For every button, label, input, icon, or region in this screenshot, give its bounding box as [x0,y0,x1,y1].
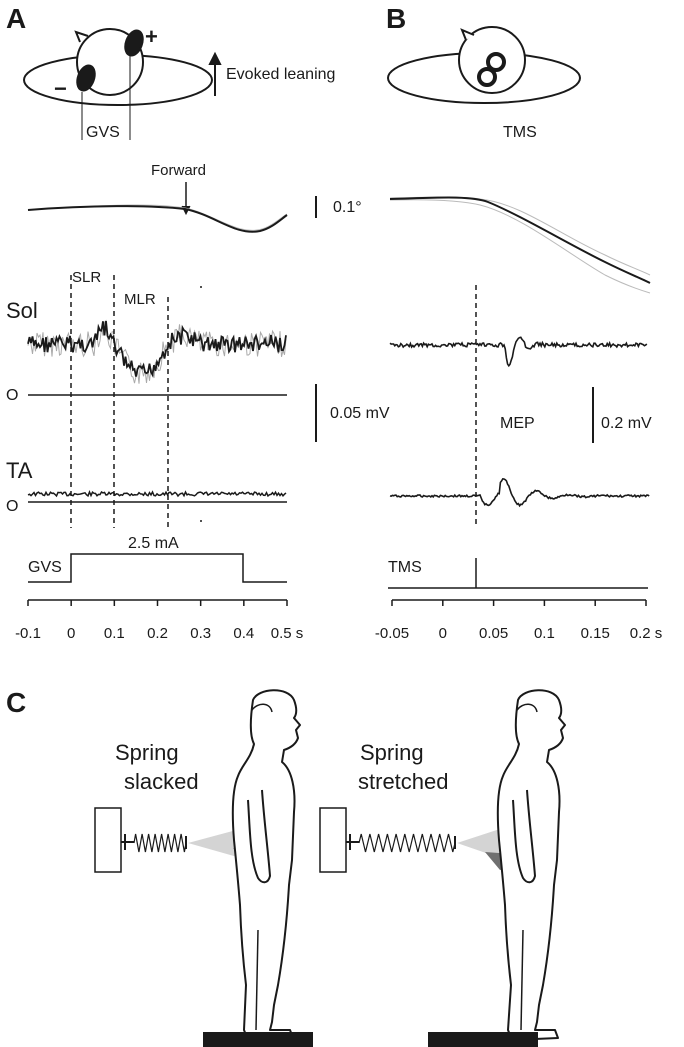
right-label-line2: stretched [358,769,449,794]
nose-a [74,30,89,43]
minus-sign: − [54,76,67,101]
ta-trace-b [389,478,650,508]
plus-sign: + [145,24,158,49]
angle-scale-label: 0.1° [333,199,362,216]
tms-label: TMS [503,124,537,141]
gvs-label: GVS [86,124,120,141]
angle-trace-b-sd-lower [389,199,651,294]
angle-trace-a-sd [27,204,288,231]
angle-trace-a [27,205,288,233]
left-label-line2: slacked [124,769,199,794]
left-leg-line [255,929,259,1031]
right-platform [428,1032,538,1047]
latency-lines-a [70,275,169,528]
sol-trace-b [389,336,648,368]
stim-amp-label: 2.5 mA [128,535,179,552]
emg-scale-b-label: 0.2 mV [601,415,652,432]
left-platform [203,1032,313,1047]
gvs-pulse [28,553,287,583]
right-wall-box [319,807,347,873]
x-axis-b: -0.05 0 0.05 0.1 0.15 0.2 s [375,599,663,642]
right-label-line1: Spring [360,740,424,765]
left-ear [251,703,273,713]
sol-zero-label: O [6,387,18,404]
axis-a-tick-label: -0.1 [15,625,41,642]
stim-name-b: TMS [388,559,422,576]
left-spring [133,833,187,853]
axis-a-tick-label: 0.3 [190,625,211,642]
panel-c-letter: C [6,687,26,718]
ta-label: TA [6,458,33,483]
evoked-arrow-head [208,51,222,65]
sol-trace-a [27,321,287,378]
marker-dot-bottom [200,520,202,522]
right-person [496,689,566,1041]
right-ear [516,703,538,713]
axis-a-tick-label: 0.5 s [271,625,304,642]
coil-loop-2 [477,67,497,87]
axis-b-tick-label: 0 [439,625,447,642]
axis-a-tick-label: 0 [67,625,75,642]
right-arm [512,789,536,884]
forward-label: Forward [151,162,206,179]
head-b [458,26,526,94]
slr-label: SLR [72,269,101,286]
right-leg-line [520,929,524,1031]
x-axis-a: -0.1 0 0.1 0.2 0.3 0.4 0.5 s [15,599,304,642]
emg-scale-a-label: 0.05 mV [330,405,390,422]
axis-b-tick-label: 0.15 [581,625,610,642]
mlr-label: MLR [124,291,156,308]
angle-trace-b [389,196,651,284]
sol-label: Sol [6,298,38,323]
axis-a-tick-label: 0.1 [104,625,125,642]
coil-loop-1 [486,52,506,72]
axis-b-tick-label: 0.1 [534,625,555,642]
sol-trace-a-sd [27,319,287,384]
axis-b-tick-label: 0.2 s [630,625,663,642]
nose-b [460,28,475,41]
tms-head-diagram [387,26,581,104]
angle-trace-b-sd-upper [389,196,651,276]
right-spring [358,833,456,853]
axis-b-tick-label: -0.05 [375,625,409,642]
panel-a-letter: A [6,3,26,34]
gvs-head-diagram [23,28,222,140]
axis-a-tick-label: 0.2 [147,625,168,642]
electrode-anode [124,29,144,57]
axis-b-tick-label: 0.05 [479,625,508,642]
electrode-cathode [76,64,96,92]
marker-dot-top [200,286,202,288]
tms-pulse [388,558,648,589]
evoked-leaning-label: Evoked leaning [226,66,335,83]
left-wall-box [94,807,122,873]
mep-label: MEP [500,415,535,432]
axis-a-tick-label: 0.4 [233,625,254,642]
stim-name-a: GVS [28,559,62,576]
ta-zero-label: O [6,498,18,515]
left-label-line1: Spring [115,740,179,765]
ta-trace-a [27,490,287,498]
left-arm [247,789,271,884]
left-person [231,689,301,1041]
panel-b-letter: B [386,3,406,34]
